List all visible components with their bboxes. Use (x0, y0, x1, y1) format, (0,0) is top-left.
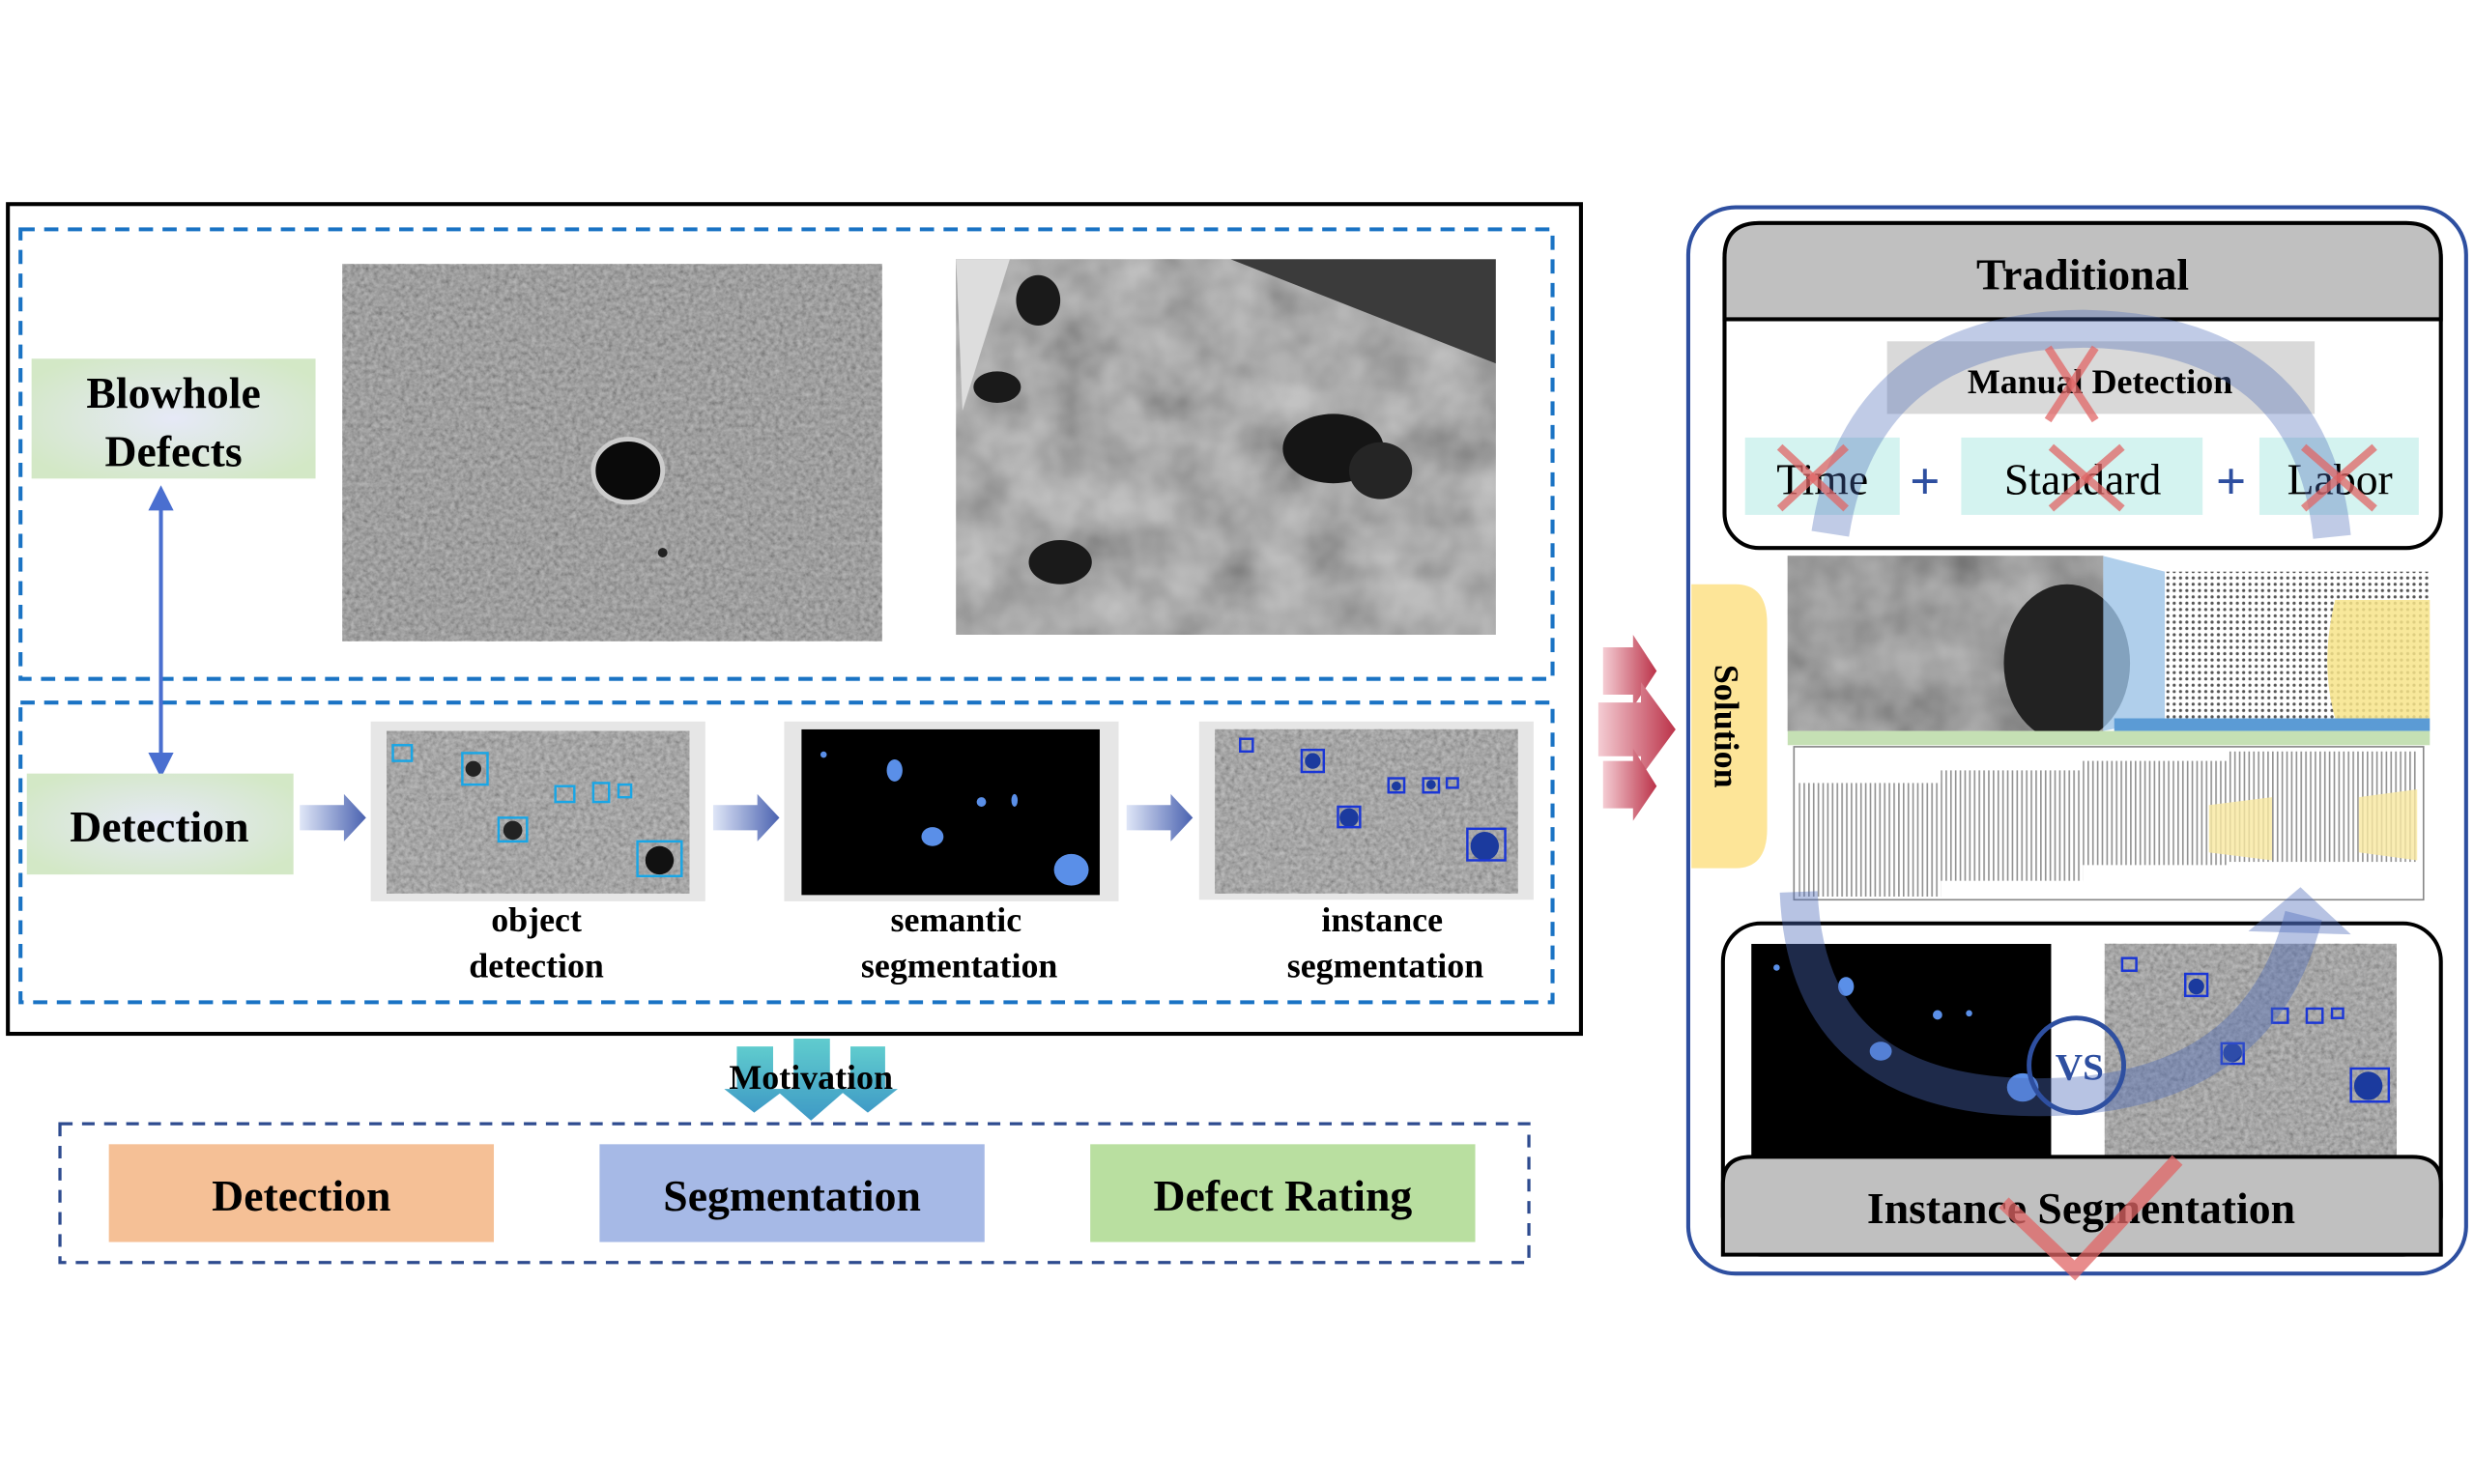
detection-label: Detection (70, 802, 248, 851)
instance-segmentation-image (1198, 721, 1534, 900)
semantic-segmentation-image (784, 721, 1119, 901)
motivation-arrows-icon (724, 1038, 898, 1121)
instance-section: VS Instance Segmentation (1720, 887, 2443, 1281)
caption-semantic-1: semantic (891, 900, 1022, 939)
plus-sign-1: + (1910, 453, 1941, 512)
blowhole-image-2 (956, 259, 1496, 635)
instance-segmentation-title: Instance Segmentation (1867, 1184, 2295, 1233)
red-arrows-icon (1597, 634, 1676, 821)
goal-detection-box: Detection (108, 1144, 495, 1242)
arc-arrowhead-icon (2248, 887, 2351, 935)
manual-detection-label: Manual Detection (1968, 362, 2232, 401)
blowhole-label-line2: Defects (105, 426, 243, 475)
caption-object-1: object (491, 900, 582, 939)
traditional-section: Traditional Manual Detection Time Standa… (1722, 220, 2443, 551)
blowhole-image-1 (342, 264, 882, 642)
cycle-arc-bottom (1779, 891, 2322, 1117)
defects-dashed-region (18, 227, 1555, 681)
cross-icon (1776, 345, 2377, 512)
blowhole-label-line1: Blowhole (86, 368, 260, 417)
pipeline-captions: object detection semantic segmentation i… (469, 900, 1483, 985)
pipeline-arrows (300, 793, 1194, 842)
arrow-right-icon (1126, 793, 1194, 842)
double-arrow (148, 485, 174, 779)
object-detection-image (370, 721, 705, 901)
goal-segmentation-box: Segmentation (599, 1144, 985, 1242)
goal-segmentation-label: Segmentation (663, 1171, 921, 1220)
solution-label: Solution (1708, 665, 1746, 788)
arrow-right-icon (300, 793, 366, 842)
vs-circle (2027, 1015, 2126, 1116)
solution-tab: Solution (1691, 584, 1768, 869)
semantic-result-image (1751, 943, 2052, 1157)
cycle-arc-top (1811, 309, 2351, 539)
left-panel-frame (6, 202, 1583, 1037)
detection-box: Detection (26, 773, 294, 875)
caption-semantic-2: segmentation (861, 946, 1057, 985)
motivation-label: Motivation (729, 1058, 893, 1097)
plus-sign-2: + (2216, 453, 2247, 512)
check-icon (1999, 1155, 2183, 1281)
arrow-right-icon (712, 793, 780, 842)
goal-defect-rating-label: Defect Rating (1153, 1171, 1412, 1220)
detection-dashed-region (18, 700, 1555, 1005)
goal-detection-label: Detection (212, 1171, 390, 1220)
solution-visual (1787, 556, 2431, 901)
caption-object-2: detection (469, 946, 604, 985)
vs-label: VS (2056, 1046, 2104, 1088)
traditional-title: Traditional (1976, 249, 2189, 299)
blowhole-defects-box: Blowhole Defects (31, 358, 316, 479)
caption-instance-2: segmentation (1287, 946, 1483, 985)
goal-defect-rating-box: Defect Rating (1090, 1144, 1476, 1242)
caption-instance-1: instance (1321, 900, 1443, 939)
motivation-dashed-region (58, 1122, 1531, 1265)
